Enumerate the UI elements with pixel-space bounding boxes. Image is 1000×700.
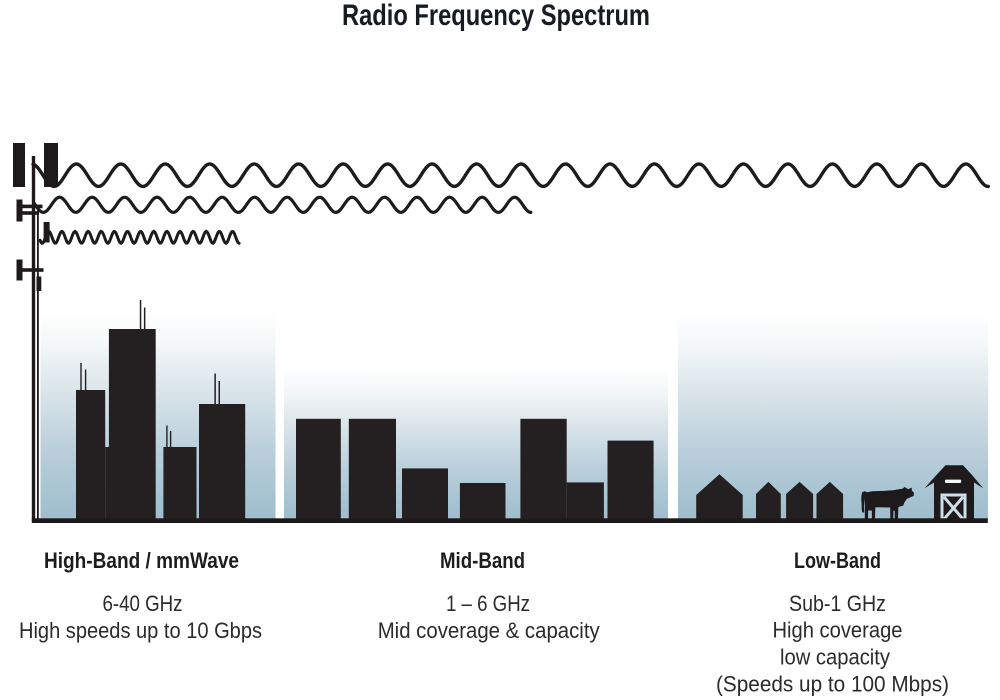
svg-text:Radio Frequency Spectrum: Radio Frequency Spectrum bbox=[342, 0, 650, 32]
svg-text:Sub-1 GHz: Sub-1 GHz bbox=[789, 591, 886, 616]
svg-text:(Speeds up to 100 Mbps): (Speeds up to 100 Mbps) bbox=[716, 672, 949, 697]
svg-text:low capacity: low capacity bbox=[780, 645, 890, 670]
svg-text:High coverage: High coverage bbox=[773, 618, 903, 643]
svg-text:High speeds up to 10 Gbps: High speeds up to 10 Gbps bbox=[19, 618, 262, 643]
svg-text:High-Band / mmWave: High-Band / mmWave bbox=[44, 548, 239, 573]
svg-text:Mid-Band: Mid-Band bbox=[440, 548, 525, 573]
svg-text:1 – 6 GHz: 1 – 6 GHz bbox=[446, 591, 530, 616]
svg-text:Low-Band: Low-Band bbox=[794, 548, 881, 573]
svg-text:6-40 GHz: 6-40 GHz bbox=[103, 591, 183, 616]
svg-text:Mid coverage & capacity: Mid coverage & capacity bbox=[378, 618, 600, 643]
